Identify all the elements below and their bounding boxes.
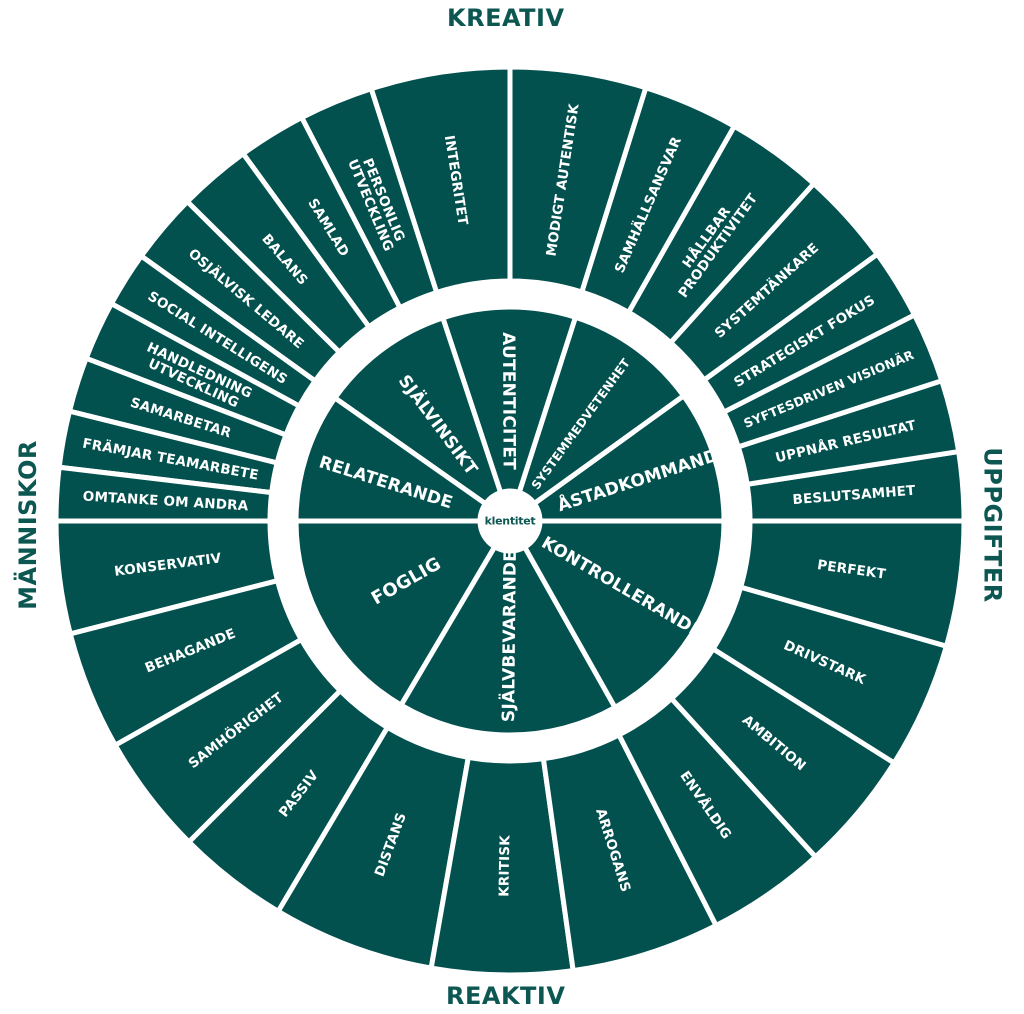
axis-label-manniskor: MÄNNISKOR xyxy=(13,440,42,610)
axis-label-reaktiv: REAKTIV xyxy=(446,982,566,1010)
axis-label-uppgifter: UPPGIFTER xyxy=(978,447,1007,603)
logo-circle xyxy=(480,491,540,551)
segment-shape xyxy=(737,518,967,650)
axis-label-kreativ: KREATIV xyxy=(447,4,565,32)
center-logo: klentitet xyxy=(480,491,540,551)
logo-text: klentitet xyxy=(485,515,536,528)
